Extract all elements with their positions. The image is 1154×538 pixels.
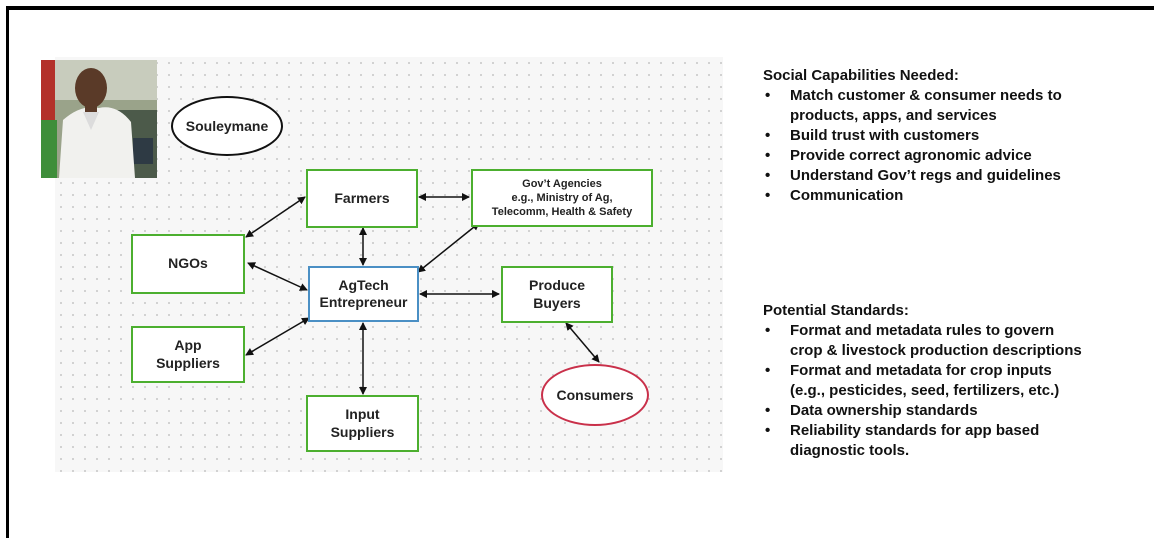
produce-buyers-box: Produce Buyers: [501, 266, 613, 323]
standards-item: Format and metadata for crop inputs (e.g…: [763, 361, 1148, 401]
frame-left-border: [6, 6, 9, 538]
social-item: Build trust with customers: [763, 126, 1143, 146]
social-capabilities-panel: Social Capabilities Needed: Match custom…: [763, 67, 1143, 206]
potential-standards-title: Potential Standards:: [763, 302, 909, 319]
agtech-entrepreneur-box: AgTech Entrepreneur: [308, 266, 419, 322]
consumers-ellipse: Consumers: [541, 364, 649, 426]
gov-agencies-box: Gov’t Agencies e.g., Ministry of Ag, Tel…: [471, 169, 653, 227]
app-suppliers-box: App Suppliers: [131, 326, 245, 383]
input-suppliers-box: Input Suppliers: [306, 395, 419, 452]
farmers-box: Farmers: [306, 169, 418, 228]
social-item: Match customer & consumer needs to produ…: [763, 86, 1143, 126]
souleymane-ellipse: Souleymane: [171, 96, 283, 156]
arrow-produce-consumers: [565, 322, 600, 363]
social-item: Provide correct agronomic advice: [763, 146, 1143, 166]
portrait-photo: [41, 60, 157, 178]
arrow-gov-center: [417, 222, 480, 273]
social-capabilities-title: Social Capabilities Needed:: [763, 67, 959, 84]
standards-item: Format and metadata rules to govern crop…: [763, 321, 1148, 361]
social-item: Communication: [763, 186, 1143, 206]
frame-top-border: [6, 6, 1154, 10]
arrow-app-center: [245, 317, 310, 356]
potential-standards-panel: Potential Standards: Format and metadata…: [763, 302, 1148, 461]
ngos-box: NGOs: [131, 234, 245, 294]
standards-item: Reliability standards for app based diag…: [763, 421, 1148, 461]
social-item: Understand Gov’t regs and guidelines: [763, 166, 1143, 186]
arrow-farmers-ngos: [245, 196, 306, 238]
standards-item: Data ownership standards: [763, 401, 1148, 421]
arrow-ngos-center: [247, 262, 308, 291]
